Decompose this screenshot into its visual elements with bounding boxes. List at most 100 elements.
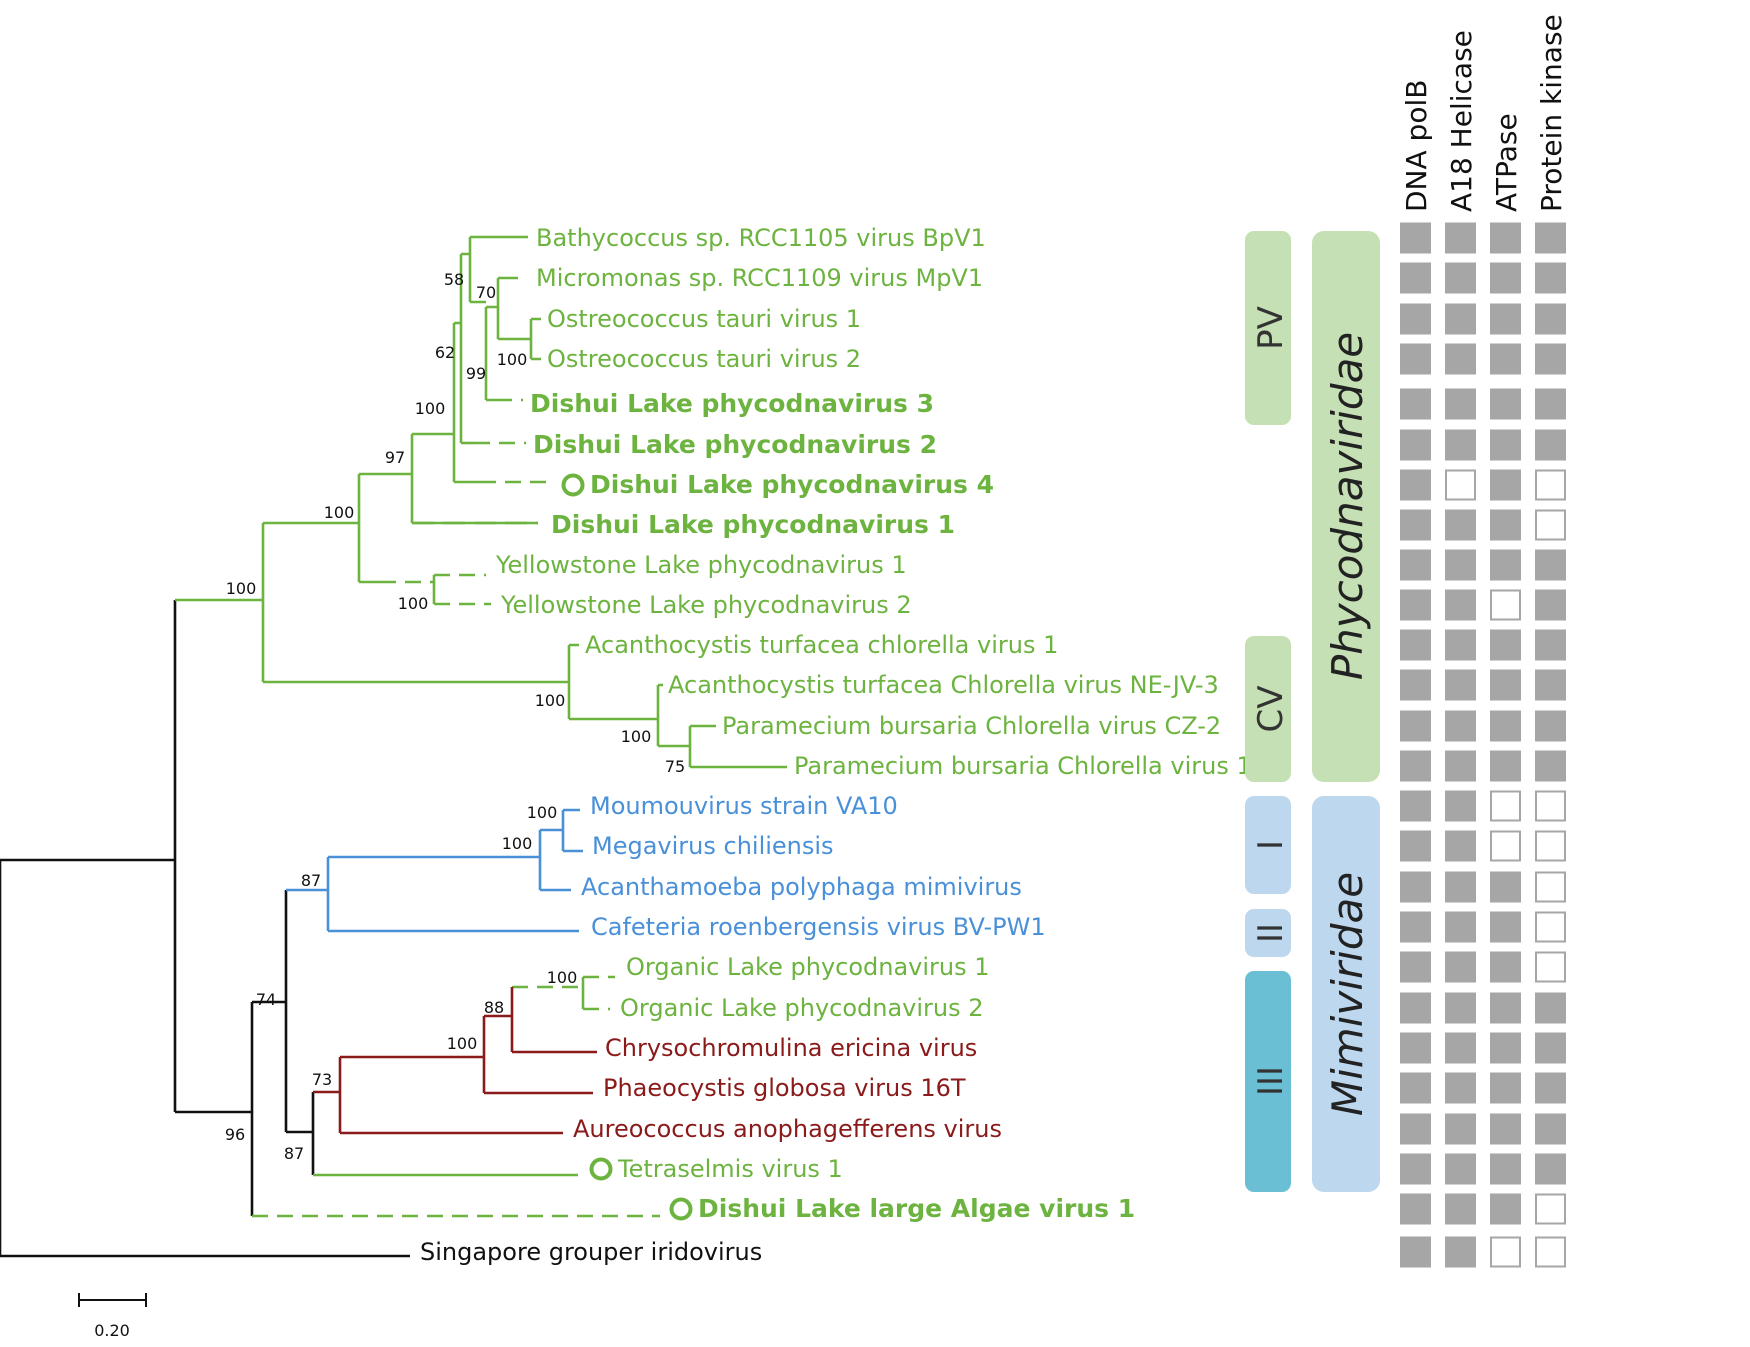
gene-absent-cell	[1535, 469, 1566, 501]
gene-present-cell	[1490, 669, 1521, 701]
circle-marker-icon	[561, 473, 585, 497]
branch-node-99	[470, 300, 496, 402]
support-value: 99	[466, 364, 486, 383]
gene-absent-cell	[1490, 1236, 1521, 1268]
gene-absent-cell	[1535, 951, 1566, 983]
gene-present-cell	[1445, 509, 1476, 541]
gene-present-cell	[1535, 750, 1566, 782]
scale-bar-label: 0.20	[94, 1321, 130, 1340]
gene-present-cell	[1535, 629, 1566, 661]
scale-bar-line	[78, 1293, 147, 1307]
gene-present-cell	[1490, 469, 1521, 501]
gene-present-cell	[1535, 992, 1566, 1024]
gene-present-cell	[1445, 1193, 1476, 1225]
gene-present-cell	[1400, 222, 1431, 254]
family-label-mimiviridae: Mimiviridae	[1323, 872, 1372, 1116]
circle-marker-icon	[669, 1197, 693, 1221]
support-values: 58 70 100 99 62 100 97 100 100 100 100 1…	[225, 270, 685, 1163]
gene-present-cell	[1490, 1193, 1521, 1225]
group-label-cv: CV	[1251, 686, 1291, 733]
gene-present-cell	[1535, 222, 1566, 254]
column-header-dna-polb: DNA polB	[1400, 80, 1433, 212]
support-value: 70	[476, 283, 496, 302]
gene-present-cell	[1400, 343, 1431, 375]
gene-present-cell	[1445, 669, 1476, 701]
gene-present-cell	[1535, 262, 1566, 294]
branch-root-inner	[173, 600, 252, 1114]
family-box-phycodnaviridae	[1312, 231, 1380, 782]
support-value: 88	[484, 998, 504, 1017]
branch-node-62	[454, 254, 463, 443]
leaf-label: Moumouvirus strain VA10	[590, 792, 898, 820]
leaf-label: Chrysochromulina ericina virus	[605, 1034, 977, 1062]
leaf-label: Ostreococcus tauri virus 2	[547, 345, 861, 373]
branch-node-100-b	[412, 323, 456, 482]
gene-present-cell	[1400, 750, 1431, 782]
leaf-label: Dishui Lake phycodnavirus 2	[533, 430, 937, 459]
gene-present-cell	[1400, 871, 1431, 903]
gene-present-cell	[1445, 951, 1476, 983]
gene-present-cell	[1400, 262, 1431, 294]
leaf-label: Cafeteria roenbergensis virus BV-PW1	[591, 913, 1046, 941]
gene-present-cell	[1490, 710, 1521, 742]
gene-present-cell	[1445, 388, 1476, 420]
branch-node-100-mega	[540, 808, 583, 853]
support-value: 100	[535, 691, 566, 710]
support-value: 100	[398, 594, 429, 613]
support-value: 73	[312, 1070, 332, 1089]
gene-present-cell	[1535, 429, 1566, 461]
gene-present-cell	[1490, 871, 1521, 903]
branch-node-100-ot	[498, 317, 541, 361]
phyco-dashed-branches	[252, 398, 660, 1218]
gene-present-cell	[1445, 871, 1476, 903]
leaf-label: Acanthamoeba polyphaga mimivirus	[581, 873, 1022, 901]
gene-present-cell	[1400, 1153, 1431, 1185]
gene-present-cell	[1535, 589, 1566, 621]
mimi-branches	[286, 808, 583, 933]
gene-absent-cell	[1535, 911, 1566, 943]
group-boxes: PV CV I II III Phycodnaviridae Mimivirid…	[1245, 231, 1380, 1192]
gene-present-cell	[1400, 388, 1431, 420]
gene-present-cell	[1535, 1113, 1566, 1145]
branch-node-87-low	[286, 1092, 315, 1175]
gene-present-cell	[1400, 1236, 1431, 1268]
branch-chlorella	[263, 643, 579, 719]
gene-absent-cell	[1490, 790, 1521, 822]
leaf-label: Bathycoccus sp. RCC1105 virus BpV1	[536, 224, 986, 252]
gene-present-cell	[1445, 262, 1476, 294]
column-header-a18-helicase: A18 Helicase	[1445, 30, 1478, 212]
gene-present-cell	[1490, 1032, 1521, 1064]
support-value: 100	[226, 579, 257, 598]
gene-present-cell	[1445, 303, 1476, 335]
gene-present-cell	[1445, 629, 1476, 661]
gene-present-cell	[1445, 1236, 1476, 1268]
leaf-label: Phaeocystis globosa virus 16T	[603, 1074, 966, 1102]
gene-present-cell	[1400, 669, 1431, 701]
group-box-i	[1245, 796, 1291, 894]
phyco-branches	[175, 235, 787, 1177]
gene-present-cell	[1400, 710, 1431, 742]
gene-present-cell	[1490, 992, 1521, 1024]
gene-present-cell	[1400, 830, 1431, 862]
branch-node-58	[461, 235, 528, 302]
leaf-label: Yellowstone Lake phycodnavirus 1	[495, 551, 907, 579]
gene-present-cell	[1400, 429, 1431, 461]
gene-present-cell	[1490, 429, 1521, 461]
gene-present-cell	[1400, 951, 1431, 983]
gene-present-cell	[1490, 629, 1521, 661]
gene-present-cell	[1400, 303, 1431, 335]
support-value: 100	[415, 399, 446, 418]
group-label-pv: PV	[1251, 306, 1291, 350]
gene-absent-cell	[1535, 509, 1566, 541]
gene-absent-cell	[1535, 790, 1566, 822]
support-value: 58	[444, 270, 464, 289]
support-value: 100	[324, 503, 355, 522]
leaf-label: Singapore grouper iridovirus	[420, 1238, 762, 1266]
branch-node-100-prym	[340, 1016, 593, 1095]
group-label-i: I	[1251, 840, 1291, 850]
leaf-label: Dishui Lake phycodnavirus 3	[530, 389, 934, 418]
support-value: 87	[284, 1144, 304, 1163]
gene-present-cell	[1400, 469, 1431, 501]
